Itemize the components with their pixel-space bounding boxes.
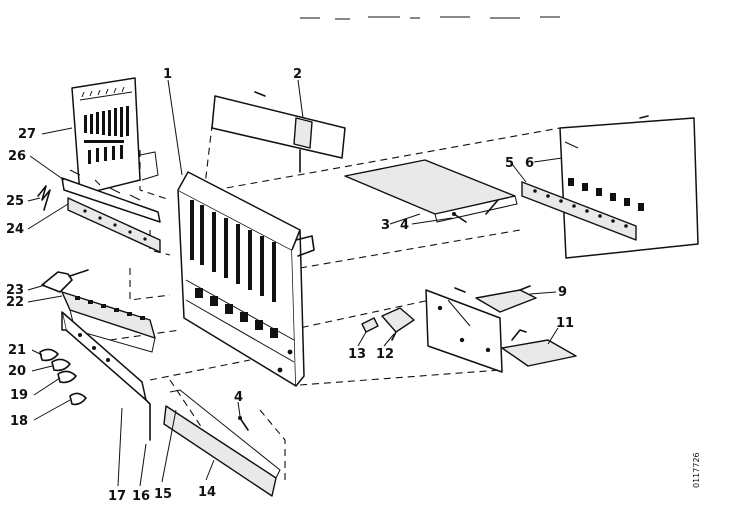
part-5-terminal-strip <box>521 178 644 241</box>
part-25-clip <box>37 185 51 211</box>
callout-26: 26 <box>8 149 26 164</box>
leader-lines <box>27 79 563 487</box>
callout-2: 2 <box>293 67 302 82</box>
part-27-terminal-board <box>71 77 159 196</box>
part-3-cover <box>344 159 518 223</box>
part-2-top-bracket <box>211 91 346 173</box>
callout-12: 12 <box>376 347 394 362</box>
scan-noise <box>300 16 560 20</box>
part-11-pad <box>501 329 577 367</box>
callout-14: 14 <box>198 485 216 500</box>
callout-4-top: 4 <box>400 218 409 233</box>
right-bracket-plate <box>425 289 503 373</box>
part-1-chassis <box>177 171 315 387</box>
callout-20: 20 <box>8 364 26 379</box>
callout-21: 21 <box>8 343 26 358</box>
drawing-code: 0117726 <box>692 452 701 488</box>
callout-6: 6 <box>525 156 534 171</box>
callout-18: 18 <box>10 414 28 429</box>
callout-labels: 1 2 3 4 4 5 6 9 11 12 13 14 15 16 17 18 … <box>6 67 574 504</box>
callout-11: 11 <box>556 316 574 331</box>
part-23-connector <box>41 269 89 293</box>
part-14-bottom-rail <box>163 389 281 497</box>
screws <box>238 212 467 431</box>
part-9-lever <box>475 285 537 313</box>
callout-25: 25 <box>6 194 24 209</box>
callout-17: 17 <box>108 489 126 504</box>
part-16-post <box>143 397 151 441</box>
callout-23: 23 <box>6 283 24 298</box>
callout-4-bottom: 4 <box>234 390 243 405</box>
part-22-switch-strip <box>61 291 156 353</box>
callout-9: 9 <box>558 285 567 300</box>
callout-1: 1 <box>163 67 172 82</box>
part-13-nut <box>361 317 379 333</box>
callout-5: 5 <box>505 156 514 171</box>
callout-3: 3 <box>381 218 390 233</box>
callout-27: 27 <box>18 127 36 142</box>
callout-24: 24 <box>6 222 24 237</box>
callout-15: 15 <box>154 487 172 502</box>
callout-13: 13 <box>348 347 366 362</box>
part-12-switch <box>381 307 415 341</box>
part-24-rail <box>67 197 161 253</box>
part-26-bracket <box>61 169 161 223</box>
callout-19: 19 <box>10 388 28 403</box>
knobs-18-21 <box>39 348 87 406</box>
callout-22: 22 <box>6 295 24 310</box>
callout-16: 16 <box>132 489 150 504</box>
